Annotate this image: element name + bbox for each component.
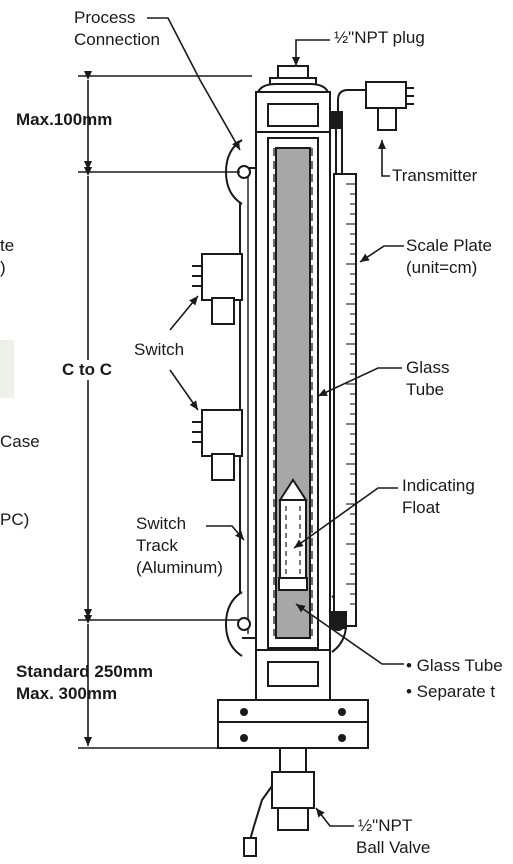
ball-valve-shape <box>271 771 315 809</box>
label-ball-valve-1: ½"NPT <box>358 816 413 835</box>
label-process-connection-2: Connection <box>74 30 161 49</box>
label-switch: Switch <box>134 340 185 359</box>
label-switch-track-1: Switch <box>136 514 187 533</box>
dimension-standard: Standard 250mm <box>16 662 153 681</box>
dimension-max-bottom: Max. 300mm <box>16 684 118 703</box>
label-scale-plate-2: (unit=cm) <box>406 258 478 277</box>
dimension-max-top: Max.100mm <box>16 110 113 129</box>
label-npt-plug: ½"NPT plug <box>334 28 425 47</box>
label-cut-left-2: ) <box>0 258 6 277</box>
label-cut-left-1: te <box>0 236 15 255</box>
scale-plate-shape <box>333 173 357 627</box>
switch-lower-shape <box>201 409 243 457</box>
label-scale-plate-1: Scale Plate <box>406 236 492 255</box>
side-panel-fragment <box>0 340 14 398</box>
label-cut-left-3: Case <box>0 432 40 451</box>
label-switch-track-2: Track <box>136 536 178 555</box>
label-bullet-glass-tube: • Glass Tube <box>406 656 503 675</box>
label-indicating-float-2: Float <box>402 498 440 517</box>
label-indicating-float-1: Indicating <box>402 476 475 495</box>
dimension-c-to-c: C to C <box>62 360 113 380</box>
transmitter-shape <box>365 81 407 109</box>
label-glass-tube-2: Tube <box>406 380 445 399</box>
label-cut-left-4: PC) <box>0 510 30 529</box>
switch-upper-shape <box>201 253 243 301</box>
label-ball-valve-2: Ball Valve <box>356 838 431 857</box>
label-process-connection-1: Process <box>74 8 136 27</box>
label-glass-tube-1: Glass <box>406 358 450 377</box>
label-switch-track-3: (Aluminum) <box>136 558 223 577</box>
transmitter-pipe <box>337 89 368 112</box>
label-bullet-separate: • Separate t <box>406 682 496 701</box>
label-transmitter: Transmitter <box>392 166 478 185</box>
